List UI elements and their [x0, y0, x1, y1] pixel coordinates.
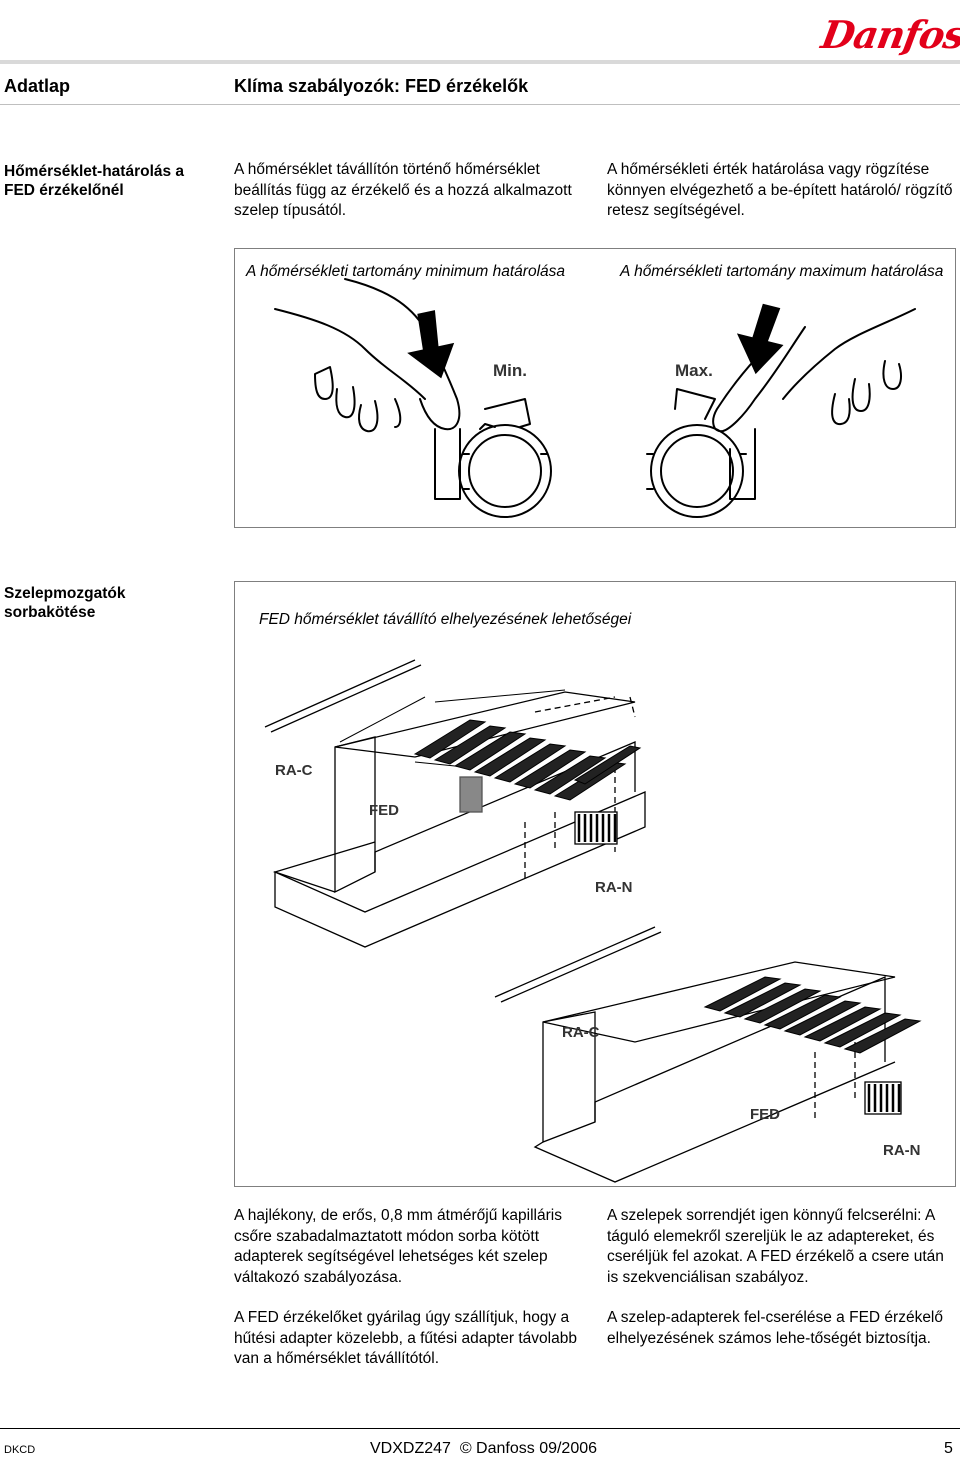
label-top-ra-c: RA-C — [275, 762, 313, 779]
bottom-cooling-panels — [703, 976, 922, 1054]
top-cooling-panels — [413, 719, 642, 801]
label-bottom-fed: FED — [750, 1106, 780, 1123]
right-hand-illustration — [712, 308, 916, 433]
header-rule — [0, 60, 960, 64]
label-top-ra-n: RA-N — [595, 879, 633, 896]
page-title: Klíma szabályozók: FED érzékelők — [234, 76, 529, 96]
footer-dept: DKCD — [4, 1444, 36, 1456]
footer-doc-code: VDXDZ247 © Danfoss 09/2006 — [370, 1440, 598, 1457]
label-bottom-ra-n: RA-N — [883, 1142, 921, 1159]
section-rule — [0, 104, 960, 105]
arrow-up-icon — [736, 303, 784, 375]
doc-type: Adatlap — [4, 76, 71, 96]
caption-max-limit: A hőmérsékleti tartomány maximum határol… — [620, 263, 944, 280]
logo-wordmark: Danfoss — [818, 12, 960, 57]
label-max: Max. — [675, 361, 713, 380]
section2-col1-p2: A FED érzékelőket gyárilag úgy szállítju… — [234, 1309, 577, 1367]
label-min: Min. — [493, 361, 527, 380]
section2-col2-p2: A szelep-adapterek fel-cserélése a FED é… — [607, 1309, 943, 1347]
figure-fed-placement: FED hőmérséklet távállító elhelyezésének… — [234, 581, 956, 1187]
footer-page-number: 5 — [944, 1440, 953, 1457]
section1-col1: A hőmérséklet távállítón történő hőmérsé… — [234, 161, 572, 219]
section2-col1-p1: A hajlékony, de erős, 0,8 mm átmérőjű ka… — [234, 1207, 562, 1286]
caption-fed-placement: FED hőmérséklet távállító elhelyezésének… — [259, 611, 632, 628]
top-room-illustration — [264, 659, 646, 948]
section2-col2-p1: A szelepek sorrendjét igen könnyű felcse… — [607, 1207, 944, 1286]
caption-min-limit: A hőmérsékleti tartomány minimum határol… — [246, 263, 566, 280]
section2-heading: Szelepmozgatók sorbakötése — [4, 585, 126, 621]
label-top-fed: FED — [369, 802, 399, 819]
footer-rule — [0, 1428, 960, 1429]
section1-heading: Hőmérséklet-határolás a FED érzékelőnél — [4, 163, 185, 199]
left-hand-illustration — [274, 278, 461, 433]
bottom-room-illustration — [494, 926, 902, 1183]
placement-illustration: RA-C FED RA-N RA-C FED RA-N — [264, 659, 922, 1183]
label-bottom-ra-c: RA-C — [562, 1024, 600, 1041]
right-knob-illustration — [646, 388, 756, 518]
limit-illustration: Min. Max. — [274, 278, 916, 518]
section1-col2: A hőmérsékleti érték határolása vagy rög… — [607, 161, 953, 219]
figure-limit-setting: Min. Max. — [234, 248, 956, 528]
arrow-up-icon — [407, 310, 455, 379]
left-knob-illustration — [434, 398, 552, 518]
